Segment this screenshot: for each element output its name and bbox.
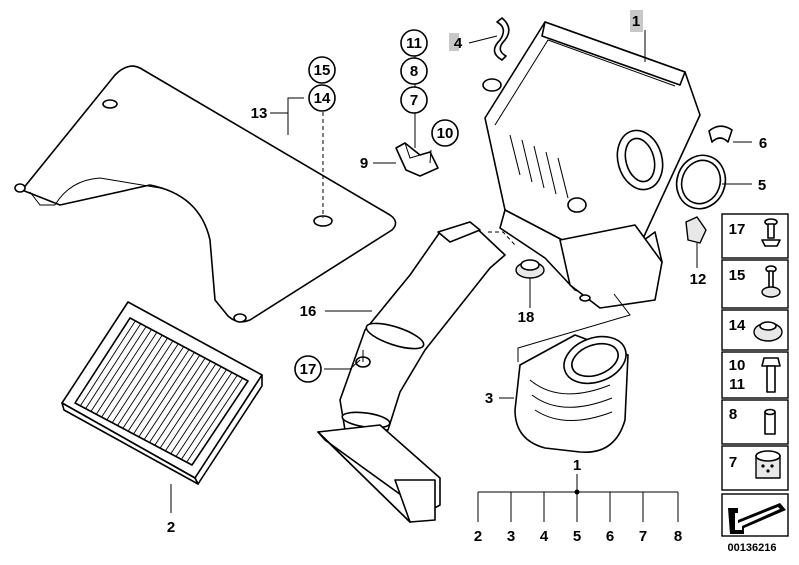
duct-link-line (488, 231, 516, 246)
kit-child-label: 4 (540, 528, 549, 545)
filter-pleat (170, 369, 227, 454)
label-4: 4 (454, 35, 463, 52)
grommet-part-18 (515, 259, 545, 279)
svg-text:14: 14 (729, 317, 746, 334)
label-16: 16 (300, 303, 317, 320)
sleeve-icon (764, 408, 776, 435)
engine-cover-part-13 (14, 65, 397, 323)
svg-text:7: 7 (729, 454, 737, 471)
label-12: 12 (690, 271, 707, 288)
label-6: 6 (759, 135, 767, 152)
filter-pleat (85, 323, 142, 409)
filter-pleat (127, 346, 185, 432)
circled-label-10: 10 (431, 119, 459, 147)
circled-label-14: 14 (308, 84, 336, 112)
kit-root-label: 1 (573, 457, 581, 474)
label-9: 9 (360, 155, 368, 172)
circled-label-15: 15 (308, 56, 336, 84)
clip-part-6 (708, 125, 733, 143)
svg-text:11: 11 (729, 376, 745, 393)
highlight-box-4 (449, 33, 459, 51)
kit-child-label: 6 (606, 528, 614, 545)
svg-text:7: 7 (410, 92, 418, 109)
highlight-box-1 (630, 10, 643, 32)
svg-text:10: 10 (437, 125, 454, 142)
filter-pleat (95, 329, 152, 415)
label-2: 2 (167, 519, 175, 536)
filter-pleat (180, 375, 238, 460)
svg-text:15: 15 (729, 267, 746, 284)
filter-pleat (90, 326, 147, 412)
filter-pleat (117, 340, 174, 426)
label-5: 5 (758, 177, 766, 194)
kit-tree (477, 474, 679, 522)
circled-label-11: 11 (400, 29, 428, 57)
hex-bolt-icon (761, 357, 781, 393)
kit-child-label: 3 (507, 528, 515, 545)
filter-pleat (149, 357, 206, 443)
bolt-grommet-icon (761, 265, 781, 298)
svg-text:17: 17 (300, 361, 317, 378)
spring-clip-part-4 (493, 17, 510, 61)
kit-child-label: 5 (573, 528, 581, 545)
label-1: 1 (632, 13, 640, 30)
side-box-15 (721, 259, 789, 309)
catalog-number: 00136216 (728, 542, 777, 554)
kit-child-label: 7 (639, 528, 647, 545)
intake-boot-part-3 (514, 334, 629, 453)
kit-child-label: 8 (674, 528, 682, 545)
side-panel: 17 15 14 10 11 8 (721, 213, 789, 537)
filter-pleat (79, 320, 136, 407)
bracket-part-9 (395, 142, 439, 177)
svg-text:10: 10 (729, 357, 746, 374)
filter-pleat (122, 343, 179, 429)
filter-pleat (101, 332, 158, 418)
kit-child-label: 2 (474, 528, 482, 545)
side-box-8 (721, 399, 789, 445)
filter-pleat (154, 360, 211, 446)
circled-label-8: 8 (400, 57, 428, 85)
svg-text:15: 15 (314, 62, 331, 79)
rubber-mount-icon (755, 450, 781, 479)
filter-pleat (186, 377, 244, 463)
arrow-corner-icon (728, 503, 786, 534)
svg-text:8: 8 (410, 63, 418, 80)
circled-label-7: 7 (400, 86, 428, 114)
seal-ring-part-5 (675, 154, 727, 210)
filter-pleat (143, 354, 201, 440)
boot-link-line (517, 293, 631, 362)
intake-duct-part-16 (317, 221, 506, 523)
filter-pleat (111, 337, 168, 423)
svg-text:8: 8 (729, 406, 737, 423)
label-18: 18 (518, 309, 535, 326)
air-box-part-1 (482, 21, 701, 309)
filter-pleat (133, 349, 190, 435)
rubber-grommet-icon (753, 321, 783, 342)
circled-label-17: 17 (294, 355, 322, 383)
screw-clip-icon (761, 218, 781, 247)
filter-pleat (138, 352, 195, 438)
filter-pleat (106, 334, 163, 421)
filter-pleat (165, 366, 222, 452)
svg-text:11: 11 (406, 35, 422, 52)
label-3: 3 (485, 390, 493, 407)
svg-text:14: 14 (314, 90, 331, 107)
svg-text:17: 17 (729, 221, 746, 238)
air-filter-part-2 (61, 301, 263, 485)
filter-pleat (159, 363, 217, 449)
rubber-cap-part-12 (685, 216, 707, 244)
filter-pleat (175, 372, 233, 457)
label-13: 13 (251, 105, 268, 122)
